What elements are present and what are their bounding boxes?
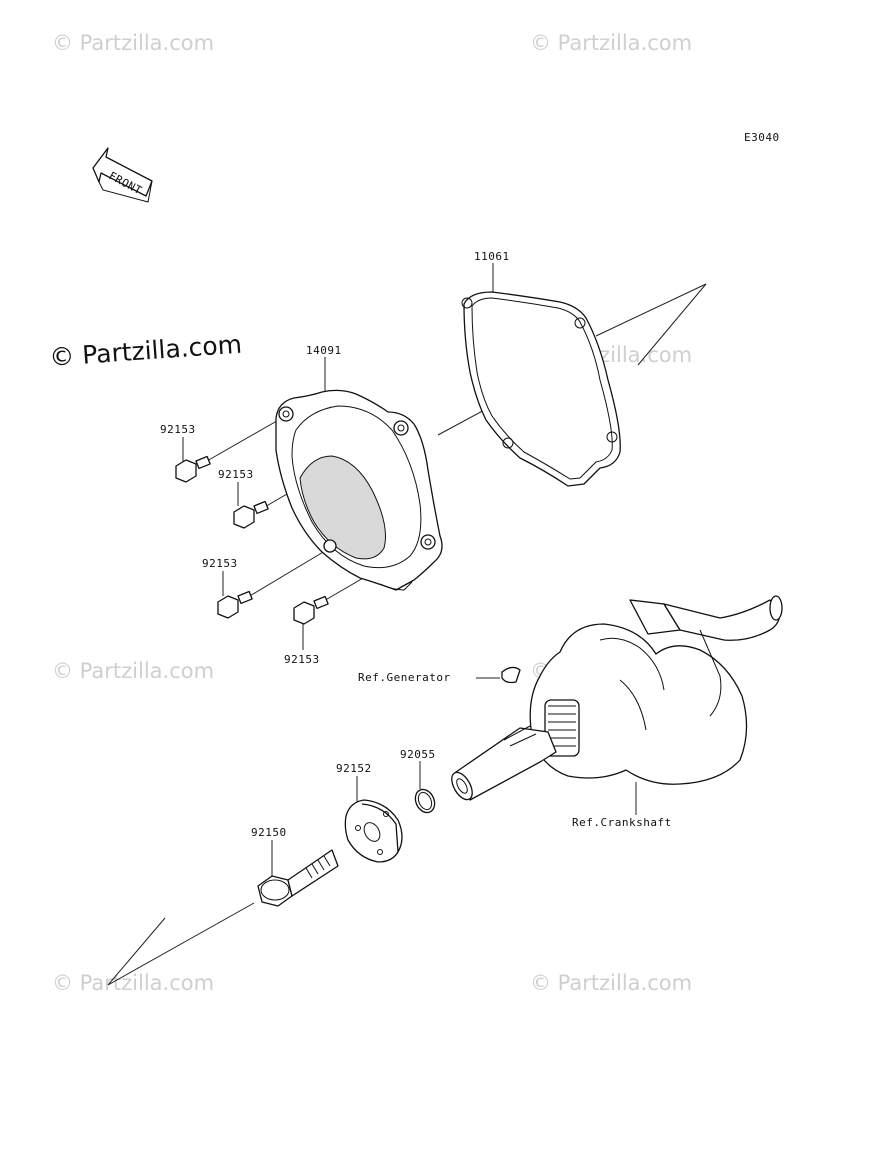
part-label-92150[interactable]: 92150 bbox=[251, 826, 287, 839]
watermark-main: © Partzilla.com bbox=[48, 330, 242, 372]
watermark-mid-left: © Partzilla.com bbox=[52, 659, 214, 683]
watermark-top-right: © Partzilla.com bbox=[530, 31, 692, 55]
front-arrow-icon: FRONT bbox=[92, 147, 153, 203]
o-ring-92055[interactable] bbox=[412, 786, 438, 815]
generator-cover-14091[interactable] bbox=[275, 389, 443, 591]
diagram-code: E3040 bbox=[744, 131, 780, 144]
gasket-11061[interactable] bbox=[461, 291, 621, 487]
ref-crankshaft-label[interactable]: Ref.Crankshaft bbox=[572, 816, 672, 829]
leader-lines bbox=[107, 263, 707, 986]
bolt-92153-a[interactable] bbox=[175, 455, 211, 483]
part-label-92153-c[interactable]: 92153 bbox=[202, 557, 238, 570]
part-label-92055[interactable]: 92055 bbox=[400, 748, 436, 761]
bolt-92153-c[interactable] bbox=[217, 590, 253, 619]
woodruff-key-reference bbox=[501, 666, 521, 684]
part-label-92153-a[interactable]: 92153 bbox=[160, 423, 196, 436]
collar-92152[interactable] bbox=[344, 799, 403, 863]
part-label-14091[interactable]: 14091 bbox=[306, 344, 342, 357]
watermark-bottom-right: © Partzilla.com bbox=[530, 971, 692, 995]
flange-bolt-92150[interactable] bbox=[257, 849, 339, 907]
part-label-92152[interactable]: 92152 bbox=[336, 762, 372, 775]
ref-generator-label[interactable]: Ref.Generator bbox=[358, 671, 451, 684]
watermark-bottom-left: © Partzilla.com bbox=[52, 971, 214, 995]
part-label-92153-b[interactable]: 92153 bbox=[218, 468, 254, 481]
part-label-92153-d[interactable]: 92153 bbox=[284, 653, 320, 666]
part-label-11061[interactable]: 11061 bbox=[474, 250, 510, 263]
crankshaft-reference bbox=[451, 595, 783, 801]
watermark-top-left: © Partzilla.com bbox=[52, 31, 214, 55]
bolt-92153-d[interactable] bbox=[293, 595, 329, 625]
bolt-92153-b[interactable] bbox=[233, 500, 269, 529]
